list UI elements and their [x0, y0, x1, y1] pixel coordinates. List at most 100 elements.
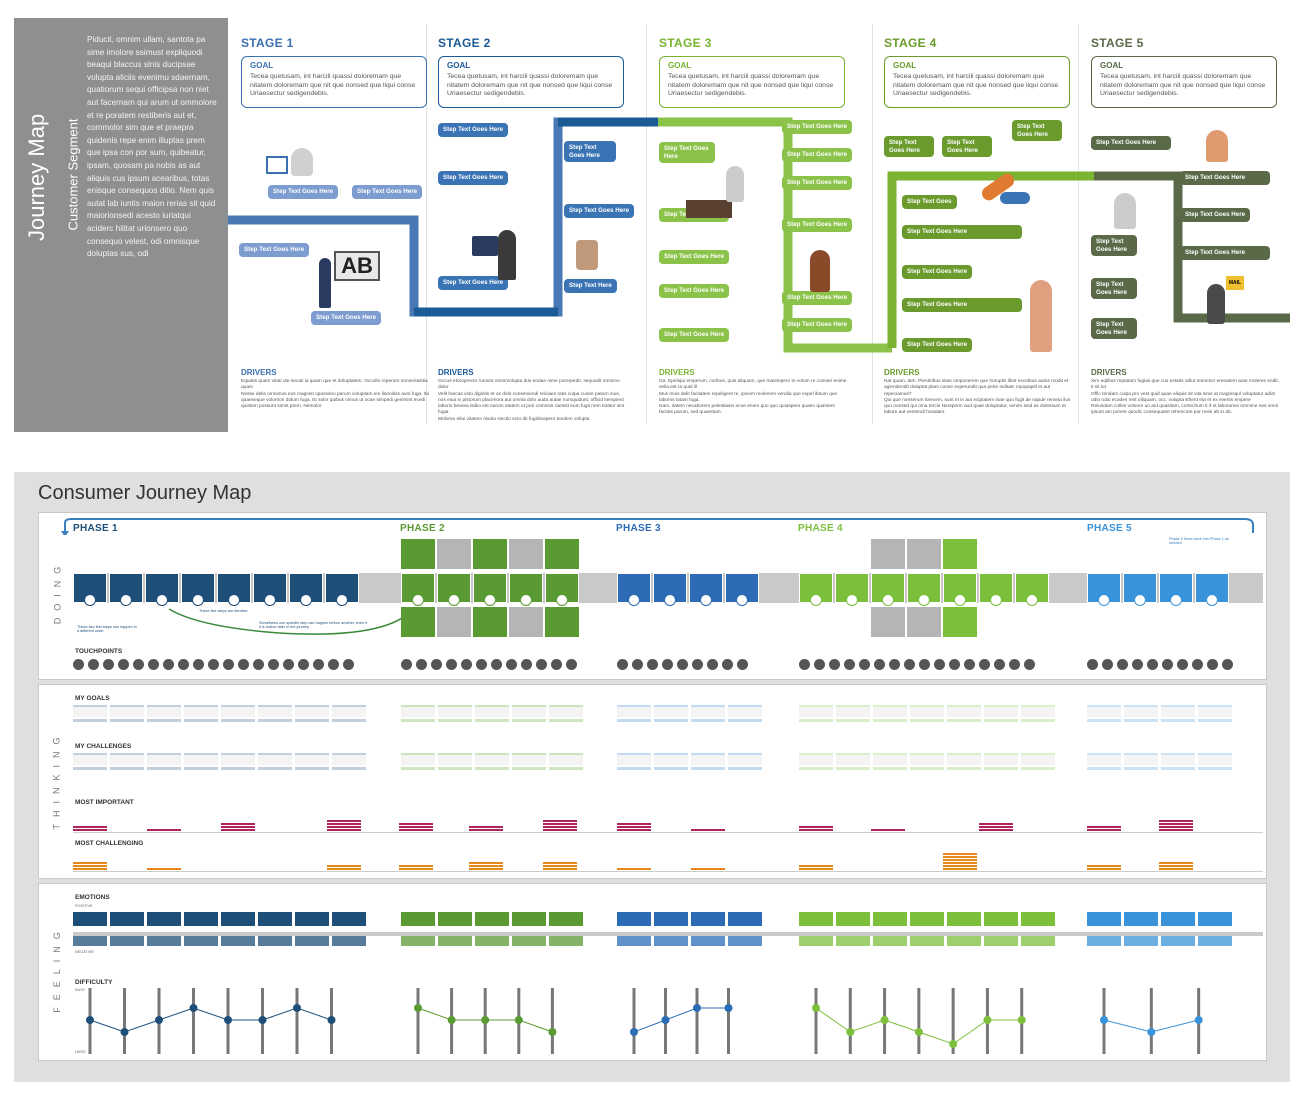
challenge-bar: [73, 865, 107, 867]
step-bubble: Step Text Goes Here: [659, 250, 730, 264]
difficulty-point: [661, 1016, 670, 1024]
desk-icon: [686, 200, 732, 218]
drivers-label: DRIVERS: [1091, 368, 1127, 377]
goal-card: [654, 705, 688, 717]
touchpoint-icon: [118, 659, 129, 670]
alt-step-tile: [943, 607, 977, 637]
importance-bar: [327, 823, 361, 825]
goal-card: [258, 705, 292, 717]
step-bubble: Step Text Goes Here: [1091, 318, 1137, 339]
importance-bar: [73, 829, 107, 831]
challenge-bar: [799, 865, 833, 867]
emotion-negative-tile: [799, 936, 833, 946]
importance-bar: [979, 826, 1013, 828]
goal-card-bar: [184, 719, 218, 722]
challenge-bar: [469, 865, 503, 867]
step-bubble: Step Text Goes Here: [782, 176, 853, 190]
touchpoint-icon: [401, 659, 412, 670]
importance-bar: [543, 820, 577, 822]
importance-bar: [691, 829, 725, 831]
phase-5-title: PHASE 5: [1087, 523, 1132, 534]
step-bubble: Step Text Goes Here: [438, 171, 509, 185]
challenge-bar: [943, 862, 977, 864]
person-icon: [810, 250, 830, 292]
goal-text: Tecea quetusam, int harcili quassi dolor…: [893, 73, 1059, 97]
challenge-card: [221, 753, 255, 765]
touchpoint-icon: [874, 659, 885, 670]
drivers-label: DRIVERS: [659, 368, 695, 377]
step-bubble: Step Text Goes Here: [438, 123, 509, 137]
touchpoint-icon: [1117, 659, 1128, 670]
goal-card-bar: [258, 719, 292, 722]
challenge-card-bar: [110, 767, 144, 770]
touchpoint-icon: [799, 659, 810, 670]
challenge-card-bar: [549, 767, 583, 770]
stage-divider: [1078, 24, 1079, 424]
goal-card: [1087, 705, 1121, 717]
challenge-card-bar: [401, 767, 435, 770]
difficulty-point: [447, 1016, 456, 1024]
step-icon: [628, 594, 640, 606]
consumer-journey-card: Consumer Journey Map DOING PHASE 1 PHASE…: [14, 472, 1290, 1082]
touchpoint-icon: [328, 659, 339, 670]
touchpoint-icon: [889, 659, 900, 670]
phase-4-title: PHASE 4: [798, 523, 843, 534]
touchpoint-icon: [1162, 659, 1173, 670]
step-bubble: Step Text Goes Here: [1180, 208, 1251, 222]
difficulty-point: [1100, 1016, 1108, 1024]
emotion-positive-tile: [549, 912, 583, 926]
difficulty-point: [548, 1028, 557, 1036]
emotion-negative-tile: [728, 936, 762, 946]
step-icon: [846, 594, 858, 606]
goal-card-bar: [401, 719, 435, 722]
challenge-bar: [1087, 865, 1121, 867]
touchpoint-icon: [647, 659, 658, 670]
doing-label: DOING: [52, 559, 63, 625]
challenge-card-bar: [1161, 767, 1195, 770]
my-goals-label: MY GOALS: [75, 695, 110, 702]
driver-item: Occus etoroprecto runtunt omnimolupta du…: [438, 379, 620, 391]
step-icon: [448, 594, 460, 606]
alt-step-tile: [545, 539, 579, 569]
emotion-negative-tile: [512, 936, 546, 946]
emotions-label: EMOTIONS: [75, 894, 110, 901]
emotion-negative-tile: [184, 936, 218, 946]
step-icon: [1170, 594, 1182, 606]
emotion-negative-tile: [332, 936, 366, 946]
touchpoint-icon: [476, 659, 487, 670]
difficulty-point: [983, 1016, 992, 1024]
touchpoint-icon: [223, 659, 234, 670]
step-icon: [810, 594, 822, 606]
goal-label: GOAL: [250, 61, 274, 70]
touchpoint-icon: [253, 659, 264, 670]
goal-card-bar: [1087, 719, 1121, 722]
goal-card-bar: [984, 719, 1018, 722]
goal-card-bar: [836, 719, 870, 722]
goal-card: [728, 705, 762, 717]
emotion-positive-tile: [221, 912, 255, 926]
challenge-bar: [147, 868, 181, 870]
emotion-positive-tile: [295, 912, 329, 926]
emotion-positive-tile: [799, 912, 833, 926]
difficulty-chart: [86, 988, 1203, 1054]
goal-card: [1198, 705, 1232, 717]
goal-card: [617, 705, 651, 717]
emotion-negative-tile: [617, 936, 651, 946]
emotion-negative-tile: [691, 936, 725, 946]
step-bubble: Step Text Goes: [902, 195, 957, 209]
challenge-bar: [1159, 868, 1193, 870]
emotion-positive-tile: [401, 912, 435, 926]
touchpoint-icon: [283, 659, 294, 670]
step-bubble: Step Text Goes Here: [564, 204, 635, 218]
step-icon: [1026, 594, 1038, 606]
touchpoint-icon: [707, 659, 718, 670]
challenge-card-bar: [947, 767, 981, 770]
challenge-card-bar: [147, 767, 181, 770]
challenge-card-bar: [258, 767, 292, 770]
touchpoint-icon: [551, 659, 562, 670]
skip-note: Sometimes one specific step can happen b…: [259, 621, 368, 629]
challenge-card: [910, 753, 944, 765]
person-at-desk-icon: [498, 230, 516, 280]
